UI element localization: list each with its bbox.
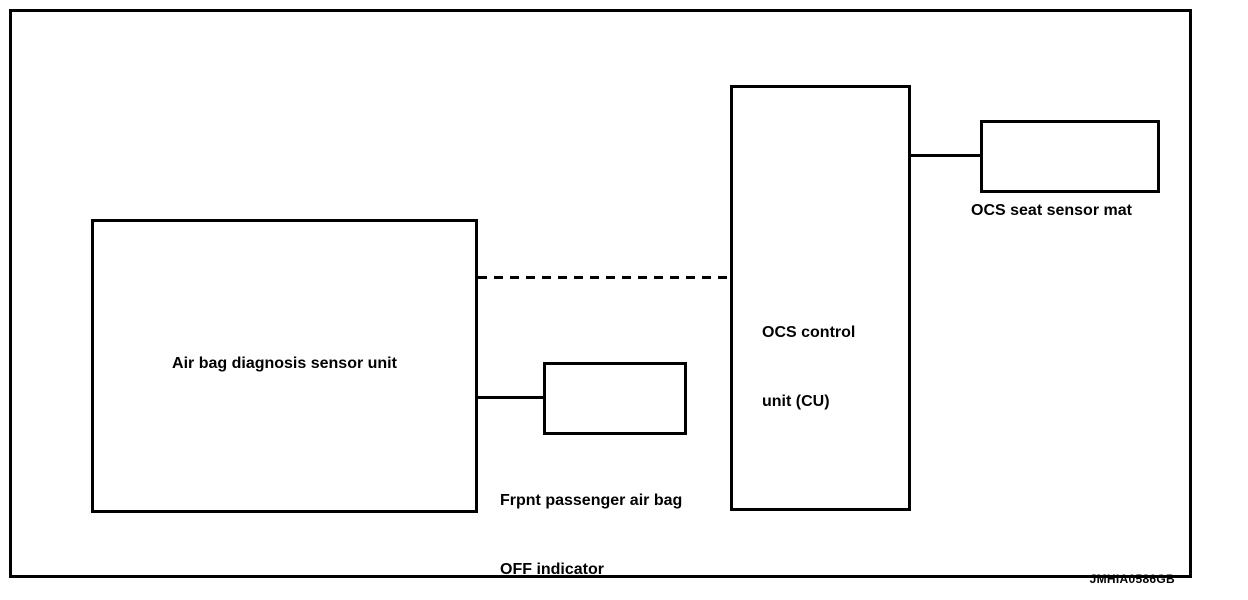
block-label-ocs-control-unit: OCS control unit (CU)	[762, 275, 855, 459]
block-ocs-control-unit	[730, 85, 911, 511]
figure-border-frame: Air bag diagnosis sensor unit OCS contro…	[9, 9, 1192, 586]
off-indicator-label-line-2: OFF indicator	[500, 561, 604, 578]
block-label-ocs-seat-sensor-mat: OCS seat sensor mat	[971, 202, 1132, 219]
block-label-front-passenger-air-bag-off-indicator: Frpnt passenger air bag OFF indicator (C…	[500, 443, 682, 600]
off-indicator-label-line-1: Frpnt passenger air bag	[500, 492, 683, 509]
block-ocs-seat-sensor-mat	[980, 120, 1160, 193]
ocs-control-unit-label-line-1: OCS control	[762, 324, 856, 341]
block-air-bag-diagnosis-sensor-unit	[91, 219, 478, 513]
connector-solid-airbag-to-off-indicator	[477, 396, 546, 399]
block-label-air-bag-diagnosis-sensor-unit: Air bag diagnosis sensor unit	[172, 355, 397, 372]
ocs-control-unit-label-line-2: unit (CU)	[762, 393, 830, 410]
figure-reference-code: JMHIA0586GB	[1089, 572, 1175, 586]
block-front-passenger-air-bag-off-indicator	[543, 362, 687, 435]
connector-solid-ocs-control-unit-to-seat-sensor-mat	[909, 154, 982, 157]
connector-dashed-airbag-to-ocs-control-unit	[478, 276, 731, 279]
